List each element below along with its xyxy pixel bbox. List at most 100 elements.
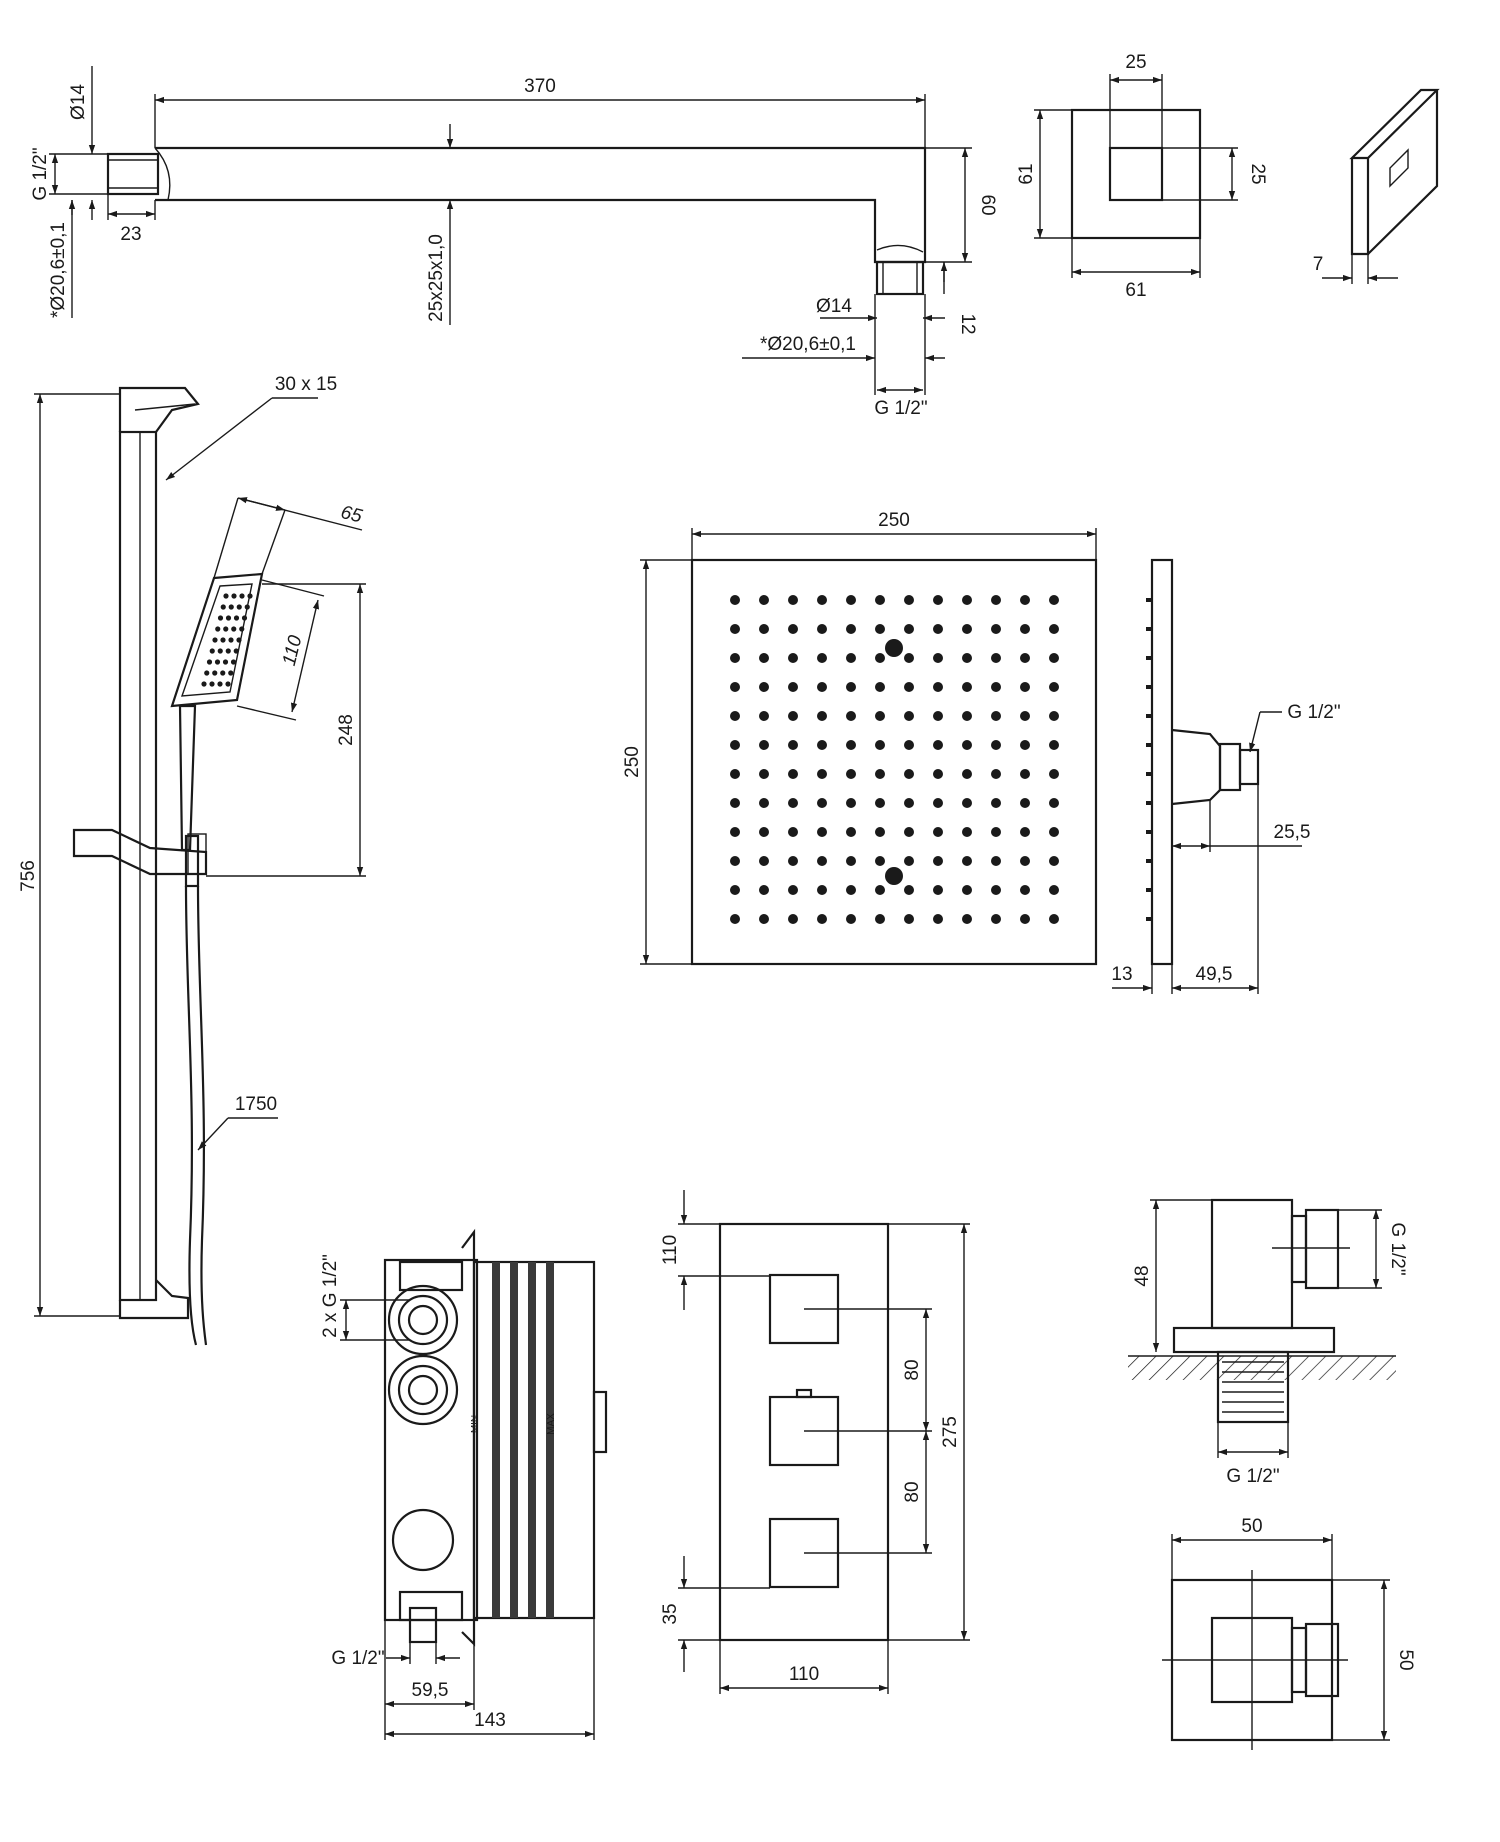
nozzle-dot [788,769,798,779]
hand-nozzle-dot [241,615,248,621]
flange-outer-width-label: 61 [1125,280,1146,301]
nozzle-dot [730,856,740,866]
flange-outer [1070,108,1202,240]
elbow-inlet-thread [1216,1350,1290,1424]
nozzle-dot [991,827,1001,837]
nozzle-dot [1020,740,1030,750]
hand-nozzle-dot [209,681,215,687]
nozzle-dot [875,740,885,750]
nozzle-dot [759,885,769,895]
nozzle-dot [730,624,740,634]
nozzle-dot [759,595,769,605]
hand-nozzle-dot [239,593,245,599]
rain-shower-screw-top [885,639,903,657]
hand-shower-head [170,572,264,708]
nozzle-dot [1049,827,1059,837]
side-nozzle-tick [1146,714,1152,718]
hand-nozzle-dot [220,604,226,610]
nozzle-dot [875,653,885,663]
hand-nozzle-dot [231,626,237,632]
elbow-width-label: 50 [1241,1516,1262,1537]
hand-nozzle-dot [228,637,234,643]
rain-shower-height-label: 250 [622,746,643,778]
nozzle-dot [904,595,914,605]
side-nozzle-tick [1146,888,1152,892]
nozzle-dot [817,682,827,692]
nozzle-dot [730,914,740,924]
nozzle-dot [759,798,769,808]
side-nozzle-tick [1146,598,1152,602]
box-inlet-offset-label: 59,5 [412,1680,449,1701]
nozzle-dot [991,682,1001,692]
hand-nozzle-dot [233,615,240,621]
rain-shower-screw-bottom [885,867,903,885]
nozzle-dot [875,827,885,837]
nozzle-dot [904,914,914,924]
nozzle-dot [991,798,1001,808]
box-width-label: 143 [474,1710,506,1731]
box-max-label: MAX [546,1413,557,1435]
hose [184,885,198,1346]
hand-nozzle-dot [236,604,242,610]
hand-nozzle-dot [215,626,221,632]
arm-end-thread-label: G 1/2" [874,398,927,419]
nozzle-dot [1049,653,1059,663]
arm-thread-nipple [106,152,160,196]
nozzle-dot [933,653,943,663]
nozzle-dot [904,827,914,837]
nozzle-dot [1049,885,1059,895]
nozzle-dot [991,914,1001,924]
plate-bottom-offset-label: 35 [660,1603,681,1624]
hand-nozzle-dot [228,604,234,610]
plate-width-label: 110 [789,1664,819,1685]
hand-nozzle-dot [236,637,242,643]
nozzle-dot [962,682,972,692]
nozzle-dot [933,624,943,634]
plate-spacing-2-label: 80 [902,1481,923,1502]
nozzle-dot [904,711,914,721]
hose-length-label: 1750 [235,1094,277,1115]
nozzle-dot [1049,595,1059,605]
box-inlet-label: G 1/2" [331,1648,384,1669]
nozzle-dot [759,682,769,692]
hand-nozzle-dot [222,659,229,665]
arm-pipe-diameter-label: Ø14 [68,84,89,120]
arm-end-outer-diameter-label: *Ø20,6±0,1 [760,334,856,355]
nozzle-dot [846,769,856,779]
side-nozzle-tick [1146,801,1152,805]
nozzle-dot [1049,711,1059,721]
nozzle-dot [875,856,885,866]
hand-nozzle-dot [206,659,213,665]
nozzle-dot [1020,624,1030,634]
nozzle-dot [788,885,798,895]
nozzle-dot [846,711,856,721]
nozzle-dot [788,624,798,634]
elbow-inlet-thread-label: G 1/2" [1226,1466,1279,1487]
nozzle-dot [1020,827,1030,837]
rain-shower-view: 250 250 [622,510,1098,966]
nozzle-dot [933,885,943,895]
arm-end-thread-length-label: 12 [957,313,978,334]
hand-nozzle-dot [220,670,226,676]
nozzle-dot [1020,856,1030,866]
nozzle-dot [1020,798,1030,808]
nozzle-dot [817,595,827,605]
side-nozzle-tick [1146,627,1152,631]
arm-end-nipple [875,260,925,296]
nozzle-dot [817,740,827,750]
nozzle-dot [730,769,740,779]
nozzle-dot [1049,914,1059,924]
nozzle-dot [1049,798,1059,808]
hand-nozzle-dot [225,648,231,654]
nozzle-dot [904,682,914,692]
nozzle-dot [1020,595,1030,605]
nozzle-dot [846,740,856,750]
hand-nozzle-dot [201,681,207,687]
side-nozzle-tick [1146,656,1152,660]
flange-perspective: 7 [1313,88,1440,284]
nozzle-dot [788,682,798,692]
nozzle-dot [788,798,798,808]
nozzle-dot [759,769,769,779]
hand-nozzle-dot [220,637,226,643]
rain-shower-side-thread [1238,748,1260,786]
